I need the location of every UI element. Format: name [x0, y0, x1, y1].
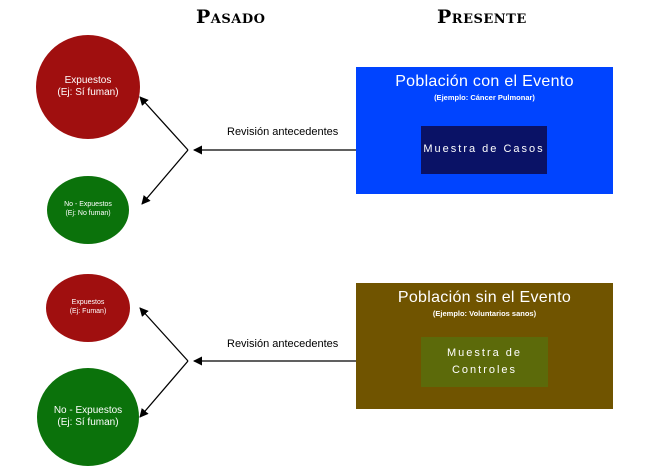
bottom-exposed-arrow	[139, 307, 189, 362]
bottom-exposed-circle: Expuestos (Ej: Fuman)	[46, 274, 130, 342]
top-unexposed-arrow	[141, 149, 189, 205]
top-unexposed-example: (Ej: No fuman)	[65, 210, 111, 217]
top-unexposed-circle: No - Expuestos (Ej: No fuman)	[47, 176, 129, 244]
top-exposed-circle: Expuestos (Ej: Sí fuman)	[36, 35, 140, 139]
population-without-event-title: Población sin el Evento	[397, 289, 572, 306]
bottom-exposed-label: Expuestos	[71, 299, 105, 307]
bottom-review-label: Revisión antecedentes	[227, 338, 339, 350]
top-exposed-example: (Ej: Sí fuman)	[57, 87, 119, 98]
controls-sample-label-line2: Controles	[451, 364, 518, 376]
population-with-event-subtitle: (Ejemplo: Cáncer Pulmonar)	[434, 93, 535, 102]
controls-sample-box: Muestra de Controles	[421, 337, 548, 387]
header-present: Presente	[437, 6, 527, 28]
bottom-unexposed-arrow	[139, 360, 189, 418]
population-without-event-subtitle: (Ejemplo: Voluntarios sanos)	[432, 309, 537, 318]
cases-sample-label: Muestra de Casos	[423, 143, 545, 156]
cases-sample-box: Muestra de Casos	[421, 126, 547, 174]
header-past: Pasado	[196, 6, 266, 28]
bottom-exposed-example: (Ej: Fuman)	[69, 308, 107, 315]
bottom-unexposed-example: (Ej: Sí fuman)	[57, 417, 119, 428]
population-with-event-title: Población con el Evento	[395, 73, 574, 90]
bottom-unexposed-circle: No - Expuestos (Ej: Sí fuman)	[37, 368, 139, 466]
top-exposed-arrow	[139, 96, 189, 151]
bottom-unexposed-label: No - Expuestos	[53, 404, 123, 416]
controls-sample-label-line1: Muestra de	[446, 346, 523, 359]
top-unexposed-label: No - Expuestos	[64, 201, 112, 209]
top-review-label: Revisión antecedentes	[227, 126, 339, 138]
top-exposed-label: Expuestos	[64, 74, 112, 86]
